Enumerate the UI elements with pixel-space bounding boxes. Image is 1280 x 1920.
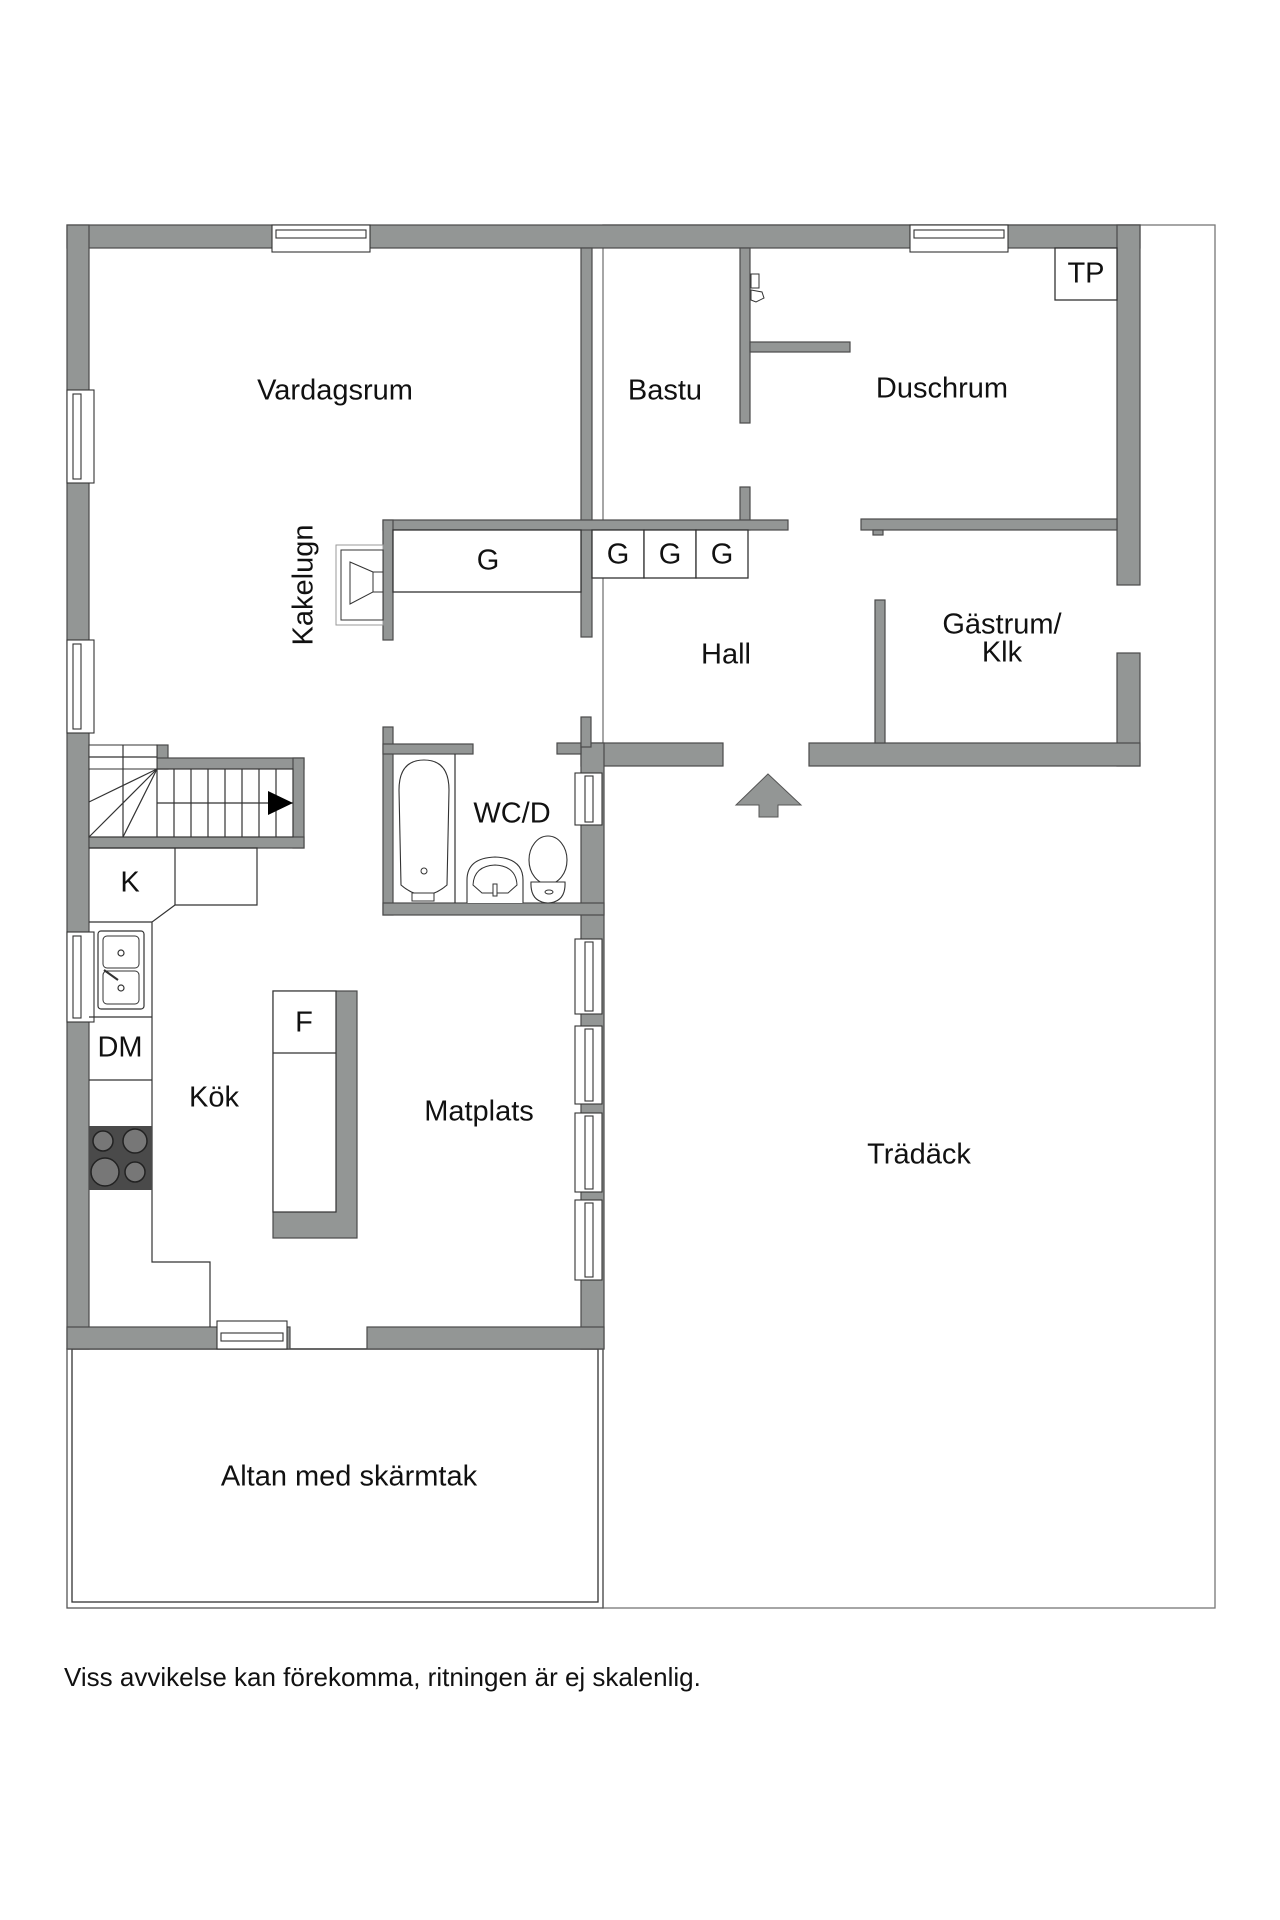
- room-label-klk: Klk: [982, 637, 1023, 669]
- shower-icon: [750, 273, 765, 303]
- room-label-hall: Hall: [701, 639, 751, 671]
- room-label-altan: Altan med skärmtak: [221, 1461, 478, 1493]
- label-k: K: [120, 867, 140, 899]
- label-garderob-4: G: [711, 539, 734, 571]
- disclaimer-text: Viss avvikelse kan förekomma, ritningen …: [64, 1662, 701, 1692]
- label-dm: DM: [97, 1032, 142, 1064]
- bathtub-icon: [398, 759, 450, 896]
- entrance-arrow-icon: [734, 773, 803, 818]
- label-garderob-1: G: [477, 545, 500, 577]
- label-f: F: [295, 1007, 313, 1039]
- kitchen-counter: [89, 847, 337, 1327]
- bathroom-fixtures: [398, 754, 568, 904]
- windows: [66, 224, 1009, 1350]
- room-label-matplats: Matplats: [424, 1096, 534, 1128]
- stairs-direction-arrow-icon: [268, 791, 293, 815]
- label-kakelugn: Kakelugn: [288, 525, 320, 646]
- altan-inner-outline: [71, 1348, 599, 1603]
- room-label-duschrum: Duschrum: [876, 373, 1008, 405]
- room-label-vardagsrum: Vardagsrum: [257, 375, 413, 407]
- tiled-stove-icon: [335, 544, 384, 626]
- toilet-icon: [528, 835, 568, 904]
- stove-icon: [89, 1126, 152, 1190]
- kitchen-sink-icon: [97, 930, 145, 1010]
- room-label-tradack: Trädäck: [867, 1139, 971, 1171]
- label-garderob-2: G: [607, 539, 630, 571]
- room-label-kok: Kök: [189, 1082, 239, 1114]
- wardrobes: [392, 247, 1118, 593]
- label-garderob-3: G: [659, 539, 682, 571]
- staircase: [88, 744, 294, 838]
- room-label-wc: WC/D: [473, 798, 550, 830]
- room-label-bastu: Bastu: [628, 375, 702, 407]
- room-label-gastrum: Gästrum/: [942, 609, 1062, 641]
- label-tp: TP: [1067, 258, 1104, 290]
